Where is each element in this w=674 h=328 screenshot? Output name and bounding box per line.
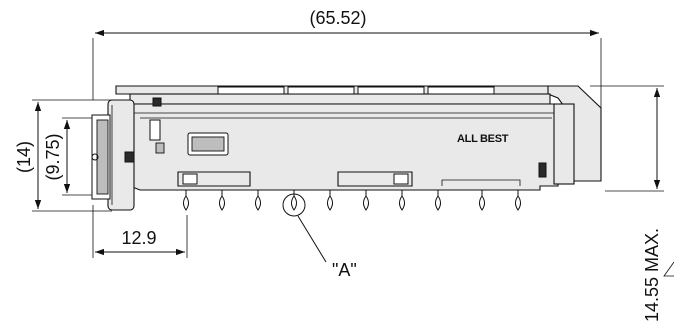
dimension-height-14: (14) xyxy=(14,99,112,212)
contact-lead xyxy=(291,190,297,211)
contact-lead xyxy=(183,190,189,211)
pitch-129-label: 12.9 xyxy=(121,228,156,248)
contact-lead xyxy=(327,190,333,211)
max-height-label: 14.55 MAX. xyxy=(642,228,662,322)
detail-a-callout: "A" xyxy=(282,193,357,280)
contact-lead xyxy=(479,190,485,211)
contact-lead xyxy=(363,190,369,211)
detail-a-label: "A" xyxy=(332,260,357,280)
height-975-label: (9.75) xyxy=(43,133,63,180)
contact-leads xyxy=(183,190,521,211)
dimension-pitch-129: 12.9 xyxy=(92,205,188,258)
contact-lead xyxy=(399,190,405,211)
contact-lead xyxy=(255,190,261,211)
detail-circle xyxy=(282,193,306,217)
dimension-max-height: 14.55 MAX. xyxy=(590,85,674,322)
contact-lead xyxy=(435,190,441,211)
connector-body: ALL BEST xyxy=(115,85,602,191)
dimension-overall-length: (65.52) xyxy=(92,8,602,180)
height-14-label: (14) xyxy=(14,141,34,173)
flatness-symbol xyxy=(663,261,674,277)
contact-lead xyxy=(515,190,521,211)
overall-length-label: (65.52) xyxy=(309,8,366,28)
body-marking: ALL BEST xyxy=(457,133,509,145)
contact-lead xyxy=(219,190,225,211)
connector-front-flange xyxy=(91,99,135,211)
dimension-height-975: (9.75) xyxy=(43,117,96,196)
